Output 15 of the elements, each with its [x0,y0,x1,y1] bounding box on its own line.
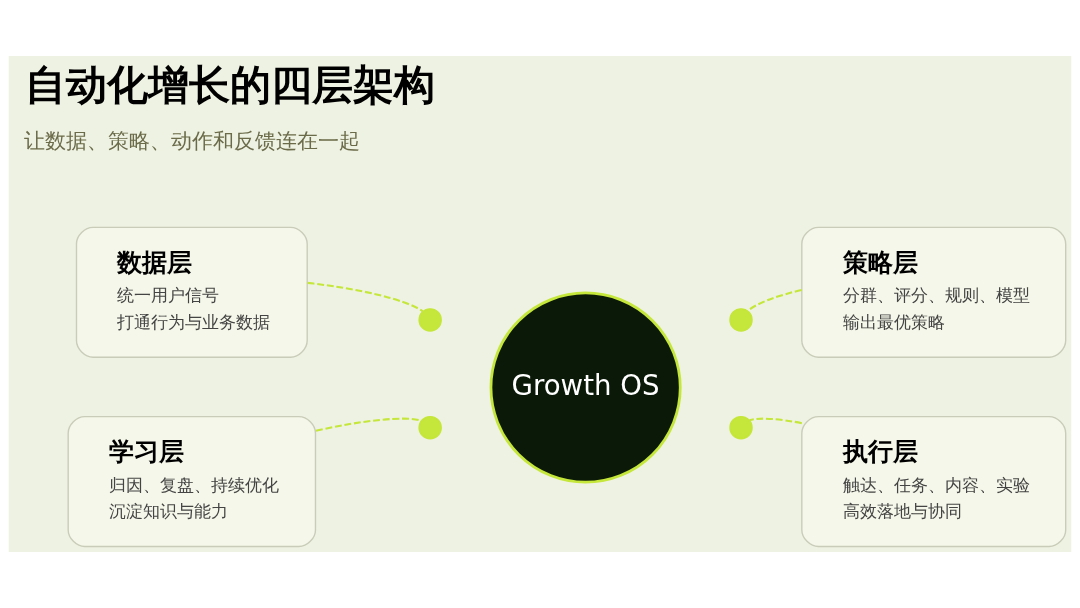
node-circle [729,415,753,440]
node-box: 数据层 统一用户信号 打通行为与业务数据 [75,226,308,358]
label: 让数据、策略、动作和反馈连在一起 [23,128,360,153]
node-box: 学习层 归因、复盘、持续优化 沉淀知识与能力 [67,415,317,548]
connector [749,417,802,425]
connector [307,281,424,313]
node-circle [418,308,442,332]
node-box: 执行层 触达、任务、内容、实验 高效落地与协同 [801,415,1067,548]
node-box: 策略层 分群、评分、规则、模型 输出最优策略 [801,226,1067,358]
node-circle [418,415,442,440]
node-circle [729,308,753,332]
connector [747,288,802,312]
diagram-title: 自动化增长的四层架构 [25,60,436,109]
connector [315,417,422,432]
node-circle: Growth OS [489,291,682,484]
